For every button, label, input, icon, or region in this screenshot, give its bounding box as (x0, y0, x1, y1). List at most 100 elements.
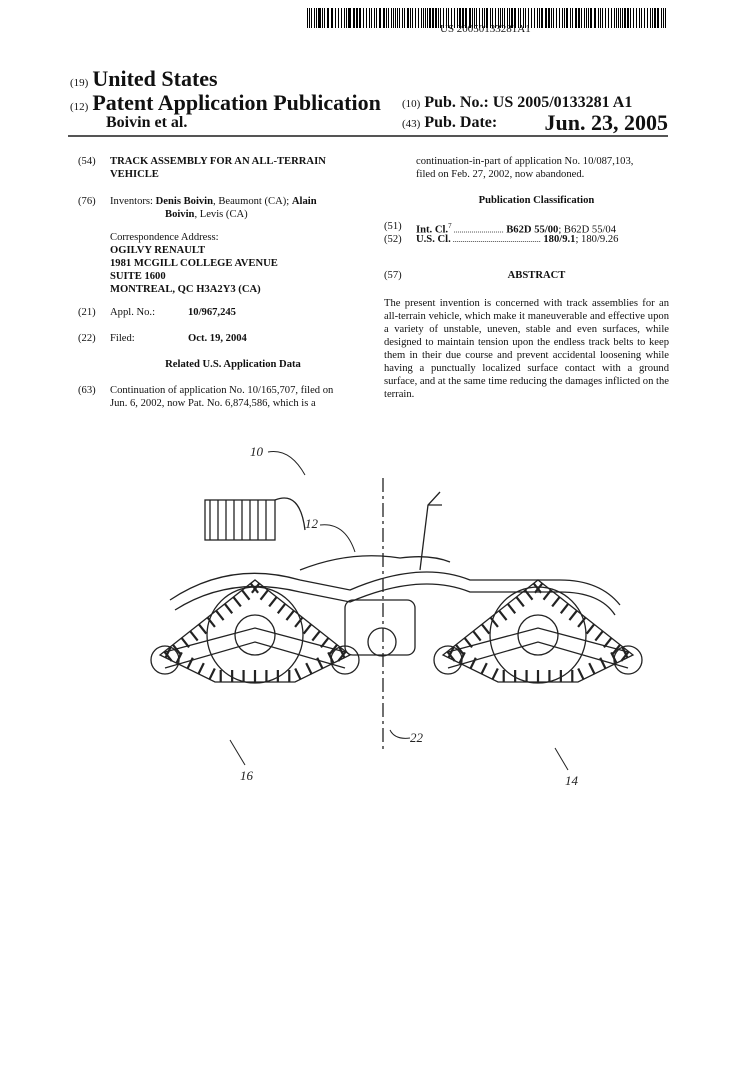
rear-track-spike (198, 623, 208, 635)
pub-number-line: (10) Pub. No.: US 2005/0133281 A1 (402, 94, 633, 111)
front-track-spike (611, 644, 621, 655)
front-track-drive-wheel (489, 586, 587, 684)
rear-track-spike (251, 582, 261, 594)
application-number: 10/967,245 (188, 307, 236, 318)
rear-track-spike (316, 657, 324, 669)
abstract-text: The present invention is concerned with … (384, 298, 669, 400)
front-track-spike (620, 650, 630, 662)
rear-track-drive-wheel (206, 586, 304, 684)
front-track-spike (447, 646, 455, 659)
inventors-field: (76) Inventors: Denis Boivin, Beaumont (… (78, 196, 317, 220)
filed-field: (22) Filed: Oct. 19, 2004 (78, 333, 247, 344)
pub-number: US 2005/0133281 A1 (492, 94, 633, 111)
front-track-spike (599, 657, 607, 669)
front-track-spike (559, 603, 570, 614)
front-track-spike (480, 662, 488, 675)
rear-track-spike (208, 668, 216, 680)
front-track-spike (524, 589, 534, 601)
abstract-heading-line: (57) ABSTRACT (384, 269, 669, 282)
rear-rack (204, 499, 276, 541)
rear-track-spike (241, 589, 251, 601)
front-track-idler (613, 645, 643, 675)
continuation-cont: continuation-in-part of application No. … (416, 156, 634, 180)
rear-track-spike (337, 650, 347, 662)
front-track-spike (455, 644, 465, 655)
front-track-spike (610, 651, 618, 664)
front-track-spike (594, 630, 604, 642)
handlebar (419, 491, 442, 571)
seat (299, 555, 451, 571)
front-track-spike (585, 623, 595, 635)
label-axis: 22 (410, 730, 424, 745)
front-track-spike (472, 630, 482, 642)
correspondence-address: Correspondence Address: OGILVY RENAULT 1… (110, 232, 278, 295)
front-track-spike (489, 616, 499, 628)
rear-track-spike (302, 623, 312, 635)
label-seat: 12 (305, 516, 319, 531)
right-column: continuation-in-part of application No. … (384, 155, 669, 401)
rear-track-spike (338, 646, 346, 659)
front-track-spike (491, 668, 499, 680)
us-cl-field: (52) U.S. Cl. ..........................… (384, 234, 619, 245)
front-track-spike (542, 589, 552, 601)
front-track-spike (498, 610, 508, 621)
country: United States (92, 66, 218, 91)
country-line: (19) United States (70, 66, 218, 91)
rear-track-spike (163, 650, 173, 662)
rear-track-spike (276, 603, 287, 614)
barcode (307, 8, 667, 28)
front-track-spike (577, 668, 585, 680)
front-track-spike (469, 657, 477, 669)
header-rule (68, 135, 668, 137)
barcode-number: US 20050133281A1 (440, 23, 531, 35)
front-track-spike (621, 646, 629, 659)
front-track-spike (458, 651, 466, 664)
int-cl-field: (51) Int. Cl.7 .........................… (384, 221, 617, 236)
rear-track-spike (180, 637, 190, 649)
rear-track-spike (164, 646, 172, 659)
rear-track-spike (327, 651, 335, 664)
front-track-spike (551, 596, 561, 608)
rear-track-spike (294, 616, 304, 628)
left-column: (54) TRACK ASSEMBLY FOR AN ALL-TERRAIN V… (78, 155, 368, 412)
rear-track-spike (320, 637, 330, 649)
front-track-spike (463, 637, 473, 649)
front-track-spike (568, 610, 578, 621)
abstract-heading: ABSTRACT (507, 270, 566, 281)
front-track-spike (577, 616, 587, 628)
related-data-heading: Related U.S. Application Data (165, 359, 301, 370)
rear-track-spike (172, 644, 182, 655)
patent-drawing: 10 12 16 22 14 (150, 444, 643, 788)
front-track-spike (534, 582, 544, 594)
front-track-idler (433, 645, 463, 675)
rear-track-spike (189, 630, 199, 642)
label-rear-track: 16 (240, 768, 254, 783)
rear-track-spike (223, 603, 234, 614)
body-fender (169, 571, 621, 606)
rear-track-spike (215, 610, 225, 621)
publication-type: Patent Application Publication (92, 90, 381, 115)
front-track-frame (447, 627, 629, 669)
front-track-spike (446, 650, 456, 662)
rear-track-spike (259, 589, 269, 601)
pub-date: Jun. 23, 2005 (544, 110, 668, 135)
label-front-track: 14 (565, 773, 579, 788)
rear-track-spike (206, 616, 216, 628)
front-track-hub (517, 614, 559, 656)
continuation-field: (63) Continuation of application No. 10/… (78, 385, 334, 409)
pub-date-line: (43) Pub. Date: Jun. 23, 2005 (402, 110, 668, 135)
rear-track-spike (186, 657, 194, 669)
application-number-field: (21) Appl. No.: 10/967,245 (78, 307, 236, 318)
publication-classification-heading: Publication Classification (478, 195, 595, 206)
rear-track-spike (311, 630, 321, 642)
front-track-spike (506, 603, 517, 614)
rear-track-spike (268, 596, 278, 608)
rear-track-hub (234, 614, 276, 656)
front-track-spike (588, 662, 596, 675)
filed-date: Oct. 19, 2004 (188, 333, 247, 344)
engine (344, 599, 416, 656)
rear-track-spike (294, 668, 302, 680)
rear-track-spike (305, 662, 313, 675)
authors: Boivin et al. (106, 114, 188, 131)
label-vehicle: 10 (250, 444, 264, 459)
